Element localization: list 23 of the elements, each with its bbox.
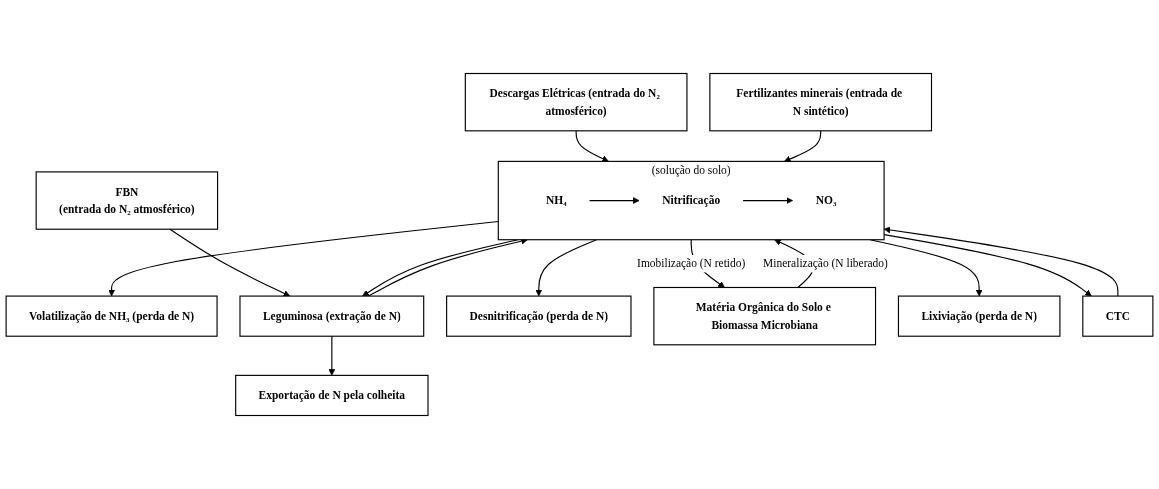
node-box: Volatilização de NH₃ (perda de N) bbox=[5, 295, 218, 337]
edge-label: Mineralização (N liberado) bbox=[763, 257, 888, 270]
arrow bbox=[742, 197, 794, 204]
node-box: Leguminosa (extração de N) bbox=[239, 295, 425, 337]
node-box: Descargas Elétricas (entrada do N₂ atmosférico) bbox=[464, 72, 688, 132]
arrow bbox=[575, 130, 609, 162]
node-box: Exportação de N pela colheita bbox=[235, 374, 429, 417]
node-text: Nitrificação bbox=[662, 194, 721, 207]
node-box: Fertilizantes minerais (entrada de N sintético) bbox=[709, 72, 933, 132]
node-text: NH₄ bbox=[546, 194, 567, 207]
node-box: FBN (entrada do N₂ atmosférico) bbox=[35, 171, 219, 230]
arrow bbox=[784, 130, 822, 163]
node-box: Matéria Orgânica do Solo e Biomassa Microbiana bbox=[653, 286, 877, 346]
edge-label: Imobilização (N retido) bbox=[637, 257, 746, 270]
node-box: CTC bbox=[1082, 295, 1154, 337]
arrow bbox=[535, 239, 598, 297]
arrow bbox=[169, 228, 291, 297]
arrow bbox=[328, 335, 336, 376]
node-text: NO₃ bbox=[815, 194, 837, 207]
arrow bbox=[108, 220, 499, 297]
node-box: Desnitrificação (perda de N) bbox=[446, 295, 632, 337]
arrow bbox=[589, 197, 640, 204]
node-box: Lixiviação (perda de N) bbox=[897, 295, 1061, 337]
